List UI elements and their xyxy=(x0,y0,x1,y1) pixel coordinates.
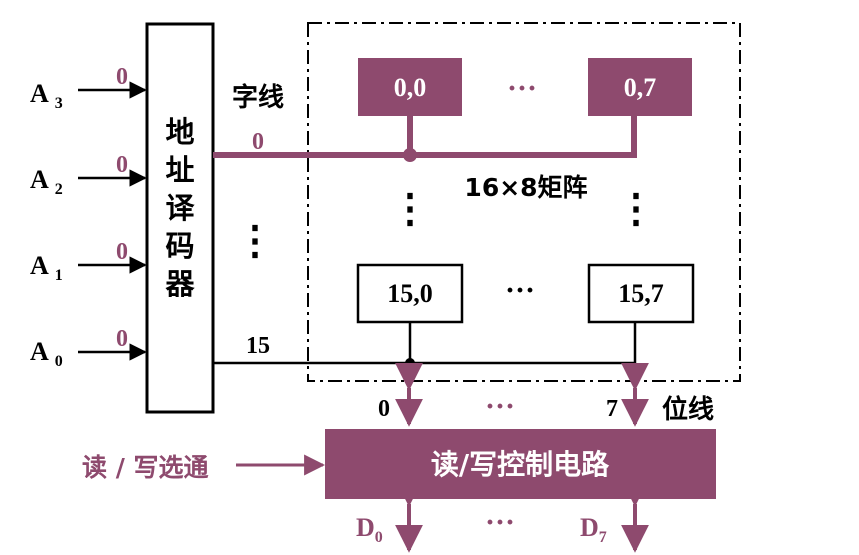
cell-0-7 xyxy=(588,58,692,116)
address-value: 0 xyxy=(116,64,128,90)
matrix-boundary xyxy=(307,22,741,382)
bit-line-label: 位线 xyxy=(662,394,714,425)
cell-0-0 xyxy=(358,58,462,116)
column-7-ellipsis: ⋮ xyxy=(616,186,656,231)
word-line-0-label: 0 xyxy=(252,129,264,155)
cell-15-0 xyxy=(356,263,464,324)
rw-select-label: 读 / 写选通 xyxy=(82,453,209,482)
word-line-15-label: 15 xyxy=(246,333,270,359)
cell-0-7-label: 0,7 xyxy=(624,73,657,102)
data-output-d0-label: D0 xyxy=(356,513,383,546)
address-value: 0 xyxy=(116,152,128,178)
rw-control-circuit-label: 读/写控制电路 xyxy=(431,448,610,481)
bit-line-0-label: 0 xyxy=(378,396,390,422)
junction-dot xyxy=(403,148,417,162)
bit-line-ellipsis: ··· xyxy=(485,390,515,423)
svg-text:址: 址 xyxy=(165,153,194,187)
address-decoder xyxy=(145,22,215,414)
cell-15-0-label: 15,0 xyxy=(387,279,433,308)
data-output-d7-label: D7 xyxy=(580,513,607,546)
bit-line-7-label: 7 xyxy=(606,396,618,422)
svg-text:译: 译 xyxy=(165,191,195,225)
word-line-ellipsis: ⋮ xyxy=(235,218,275,263)
data-output-ellipsis: ··· xyxy=(485,506,515,539)
cell-0-0-label: 0,0 xyxy=(394,73,427,102)
decoder-label: 地 址 译 码 器 xyxy=(164,115,195,301)
row-15-ellipsis: ··· xyxy=(505,274,535,307)
svg-text:码: 码 xyxy=(165,229,194,263)
junction-dot xyxy=(405,358,415,368)
rw-control-circuit xyxy=(325,429,716,499)
svg-text:器: 器 xyxy=(164,267,195,301)
svg-text:地: 地 xyxy=(165,115,194,149)
column-0-ellipsis: ⋮ xyxy=(390,186,430,231)
row-0-ellipsis: ··· xyxy=(507,72,537,105)
cell-15-7-label: 15,7 xyxy=(618,279,664,308)
cell-15-7 xyxy=(587,263,695,324)
address-value: 0 xyxy=(116,239,128,265)
address-value: 0 xyxy=(116,326,128,352)
word-line-label: 字线 xyxy=(232,82,284,113)
matrix-label: 16×8矩阵 xyxy=(464,173,587,202)
